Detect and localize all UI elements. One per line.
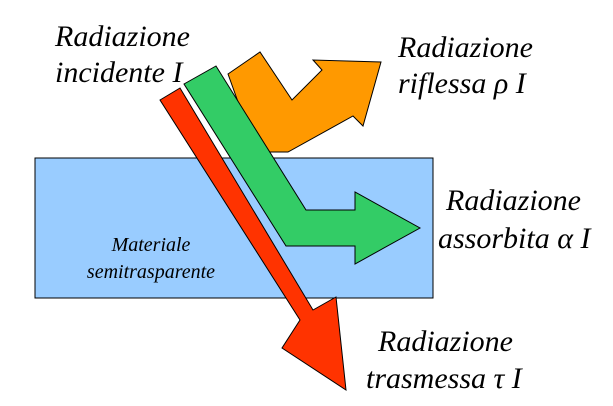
reflected-label-line1: Radiazione [398, 31, 533, 64]
reflected-arrow [227, 51, 382, 153]
absorbed-arrow [183, 65, 422, 265]
reflected-label-line2: riflessa ρ I [398, 67, 526, 100]
incident-label-line1: Radiazione [55, 20, 190, 53]
transmitted-arrow [159, 87, 347, 391]
transmitted-label-line2: trasmessa τ I [366, 362, 522, 395]
incident-label-line2: incidente I [55, 56, 183, 89]
material-label-line2: semitrasparente [86, 261, 216, 283]
absorbed-label-line2: assorbita α I [438, 222, 591, 255]
transmitted-label-line1: Radiazione [378, 325, 513, 358]
absorbed-label-line1: Radiazione [446, 184, 581, 217]
material-label-line1: Materiale [111, 234, 191, 256]
